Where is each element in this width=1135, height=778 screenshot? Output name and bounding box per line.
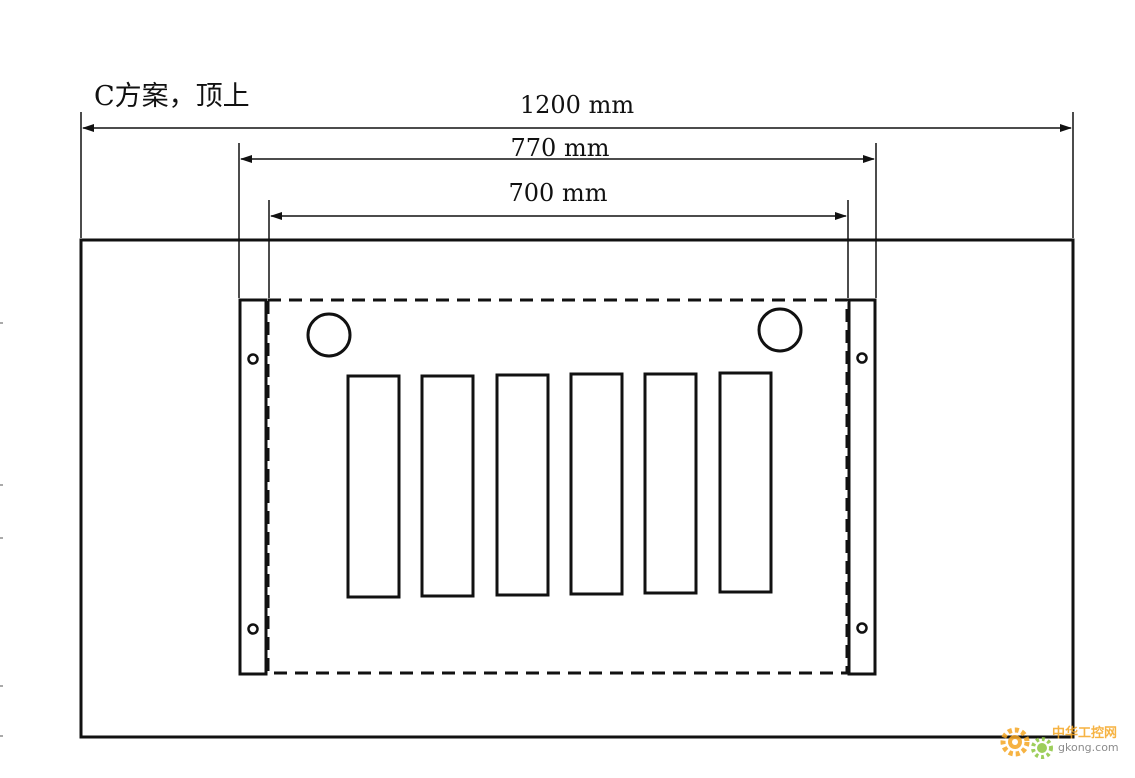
mounting-hole	[856, 352, 868, 364]
mounting-hole	[856, 622, 868, 634]
gear-icon	[1000, 727, 1030, 757]
component-block	[346, 374, 401, 599]
drawing-title: C方案，顶上	[94, 81, 250, 112]
component-block	[495, 373, 550, 597]
component-block	[718, 371, 773, 594]
component-group	[346, 371, 773, 599]
mounting-hole	[247, 353, 259, 365]
dimension-label-outer: 1200 mm	[520, 91, 634, 119]
cabinet-outline	[79, 238, 1075, 739]
component-block	[569, 372, 624, 596]
mounting-panel-dashed	[266, 298, 849, 675]
mounting-hole	[247, 623, 259, 635]
dimension-rail-width: 770 mm	[238, 134, 877, 298]
right-mounting-rail	[847, 298, 877, 676]
left-edge-ticks	[0, 322, 3, 737]
watermark: 中华工控网 gkong.com	[1000, 725, 1119, 759]
dimension-label-rail: 770 mm	[511, 134, 610, 162]
gear-icon-small	[1031, 737, 1053, 759]
watermark-domain: gkong.com	[1058, 741, 1119, 754]
left-mounting-rail	[238, 298, 268, 676]
watermark-brand: 中华工控网	[1052, 725, 1117, 741]
dimension-label-panel: 700 mm	[509, 179, 608, 207]
cable-knockout-right	[757, 307, 803, 353]
component-block	[643, 372, 698, 595]
component-block	[420, 374, 475, 598]
dimension-panel-width: 700 mm	[268, 179, 849, 298]
dimension-outer-width: 1200 mm	[80, 91, 1074, 238]
cable-knockout-left	[306, 312, 352, 358]
